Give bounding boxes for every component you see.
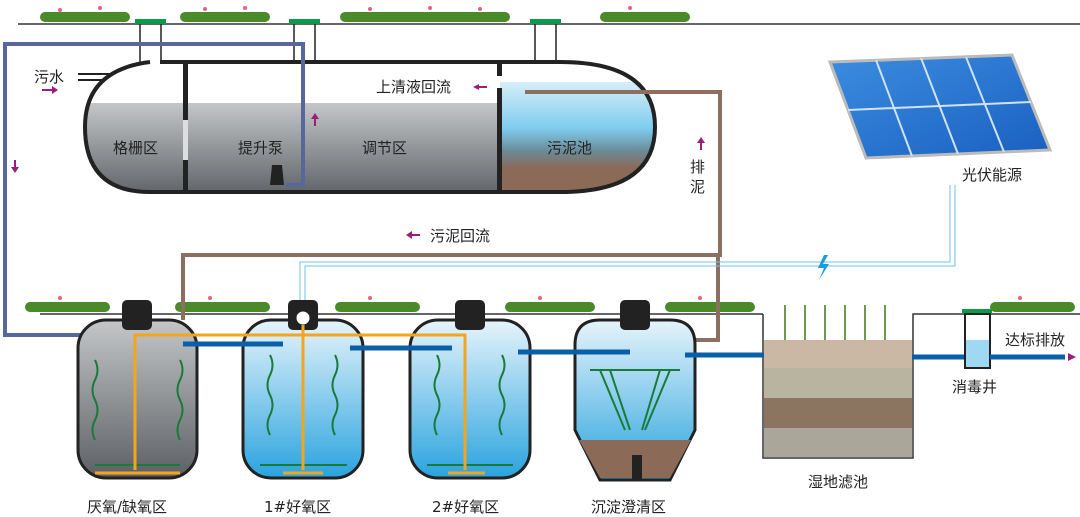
label-wetland: 湿地滤池	[808, 473, 868, 491]
air-pipe	[133, 333, 467, 470]
pump-icon	[270, 165, 284, 185]
wetland-layers	[764, 305, 912, 457]
tank-sedimentation	[573, 318, 697, 482]
manhole-caps	[135, 19, 992, 314]
aerator-icon	[295, 310, 311, 326]
label-sludge-discharge-1: 排	[690, 158, 705, 176]
upper-tank	[78, 24, 658, 194]
flowers-icon	[58, 6, 1022, 300]
label-disinfection: 消毒井	[952, 378, 997, 396]
label-aerobic-2: 2#好氧区	[432, 498, 499, 516]
label-regulation-zone: 调节区	[362, 139, 407, 157]
tank-aerobic-2	[408, 318, 532, 480]
label-sludge-tank: 污泥池	[547, 139, 592, 157]
sewage-pipe	[3, 42, 305, 337]
lightning-icon	[818, 255, 829, 280]
bio-media	[91, 354, 680, 466]
label-supernatant-return: 上清液回流	[376, 78, 451, 96]
label-aerobic-1: 1#好氧区	[264, 498, 331, 516]
plants-icon	[25, 12, 1075, 312]
label-sewage: 污水	[34, 68, 64, 86]
label-sludge-return: 污泥回流	[430, 227, 490, 245]
label-sedimentation: 沉淀澄清区	[591, 498, 666, 516]
discharge-arrow-icon	[1068, 353, 1076, 361]
label-grid-zone: 格栅区	[113, 139, 158, 157]
label-anaerobic-zone: 厌氧/缺氧区	[87, 498, 167, 516]
label-discharge: 达标排放	[1005, 331, 1065, 349]
flow-arrows-icon	[11, 84, 705, 239]
solar-panel-icon	[827, 53, 1053, 160]
solar-wire	[304, 185, 956, 312]
label-sludge-discharge-2: 泥	[690, 178, 705, 196]
label-lift-pump: 提升泵	[238, 139, 283, 157]
label-solar-power: 光伏能源	[962, 166, 1022, 184]
